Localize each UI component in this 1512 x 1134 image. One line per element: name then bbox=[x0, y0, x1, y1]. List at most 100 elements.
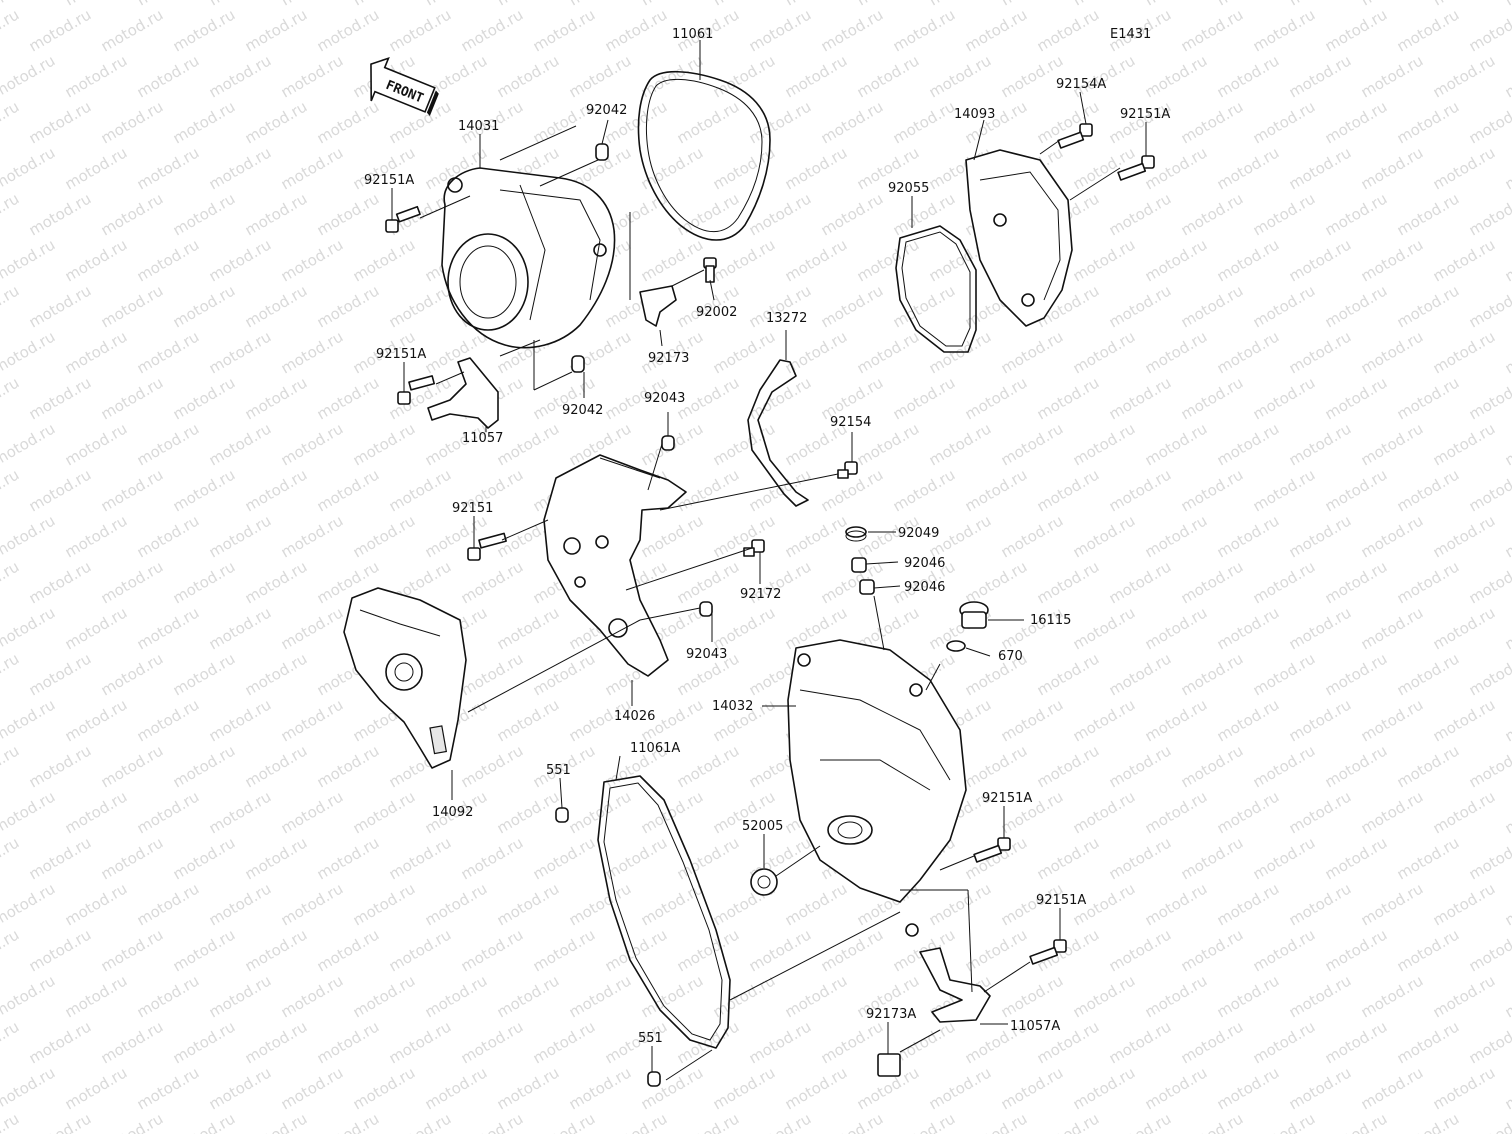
seal-92049 bbox=[845, 526, 867, 542]
watermark-text: motod.ru bbox=[206, 511, 275, 561]
watermark-text: motod.ru bbox=[206, 0, 275, 9]
watermark-text: motod.ru bbox=[1502, 235, 1512, 285]
watermark-text: motod.ru bbox=[170, 649, 239, 699]
watermark-text: motod.ru bbox=[674, 189, 743, 239]
watermark-text: motod.ru bbox=[386, 465, 455, 515]
watermark-text: motod.ru bbox=[422, 971, 491, 1021]
watermark-text: motod.ru bbox=[98, 189, 167, 239]
watermark-text: motod.ru bbox=[602, 925, 671, 975]
watermark-text: motod.ru bbox=[782, 0, 851, 9]
watermark-text: motod.ru bbox=[1358, 787, 1427, 837]
watermark-text: motod.ru bbox=[1070, 971, 1139, 1021]
dowel-92042-top bbox=[595, 143, 609, 161]
watermark-text: motod.ru bbox=[1358, 879, 1427, 929]
watermark-text: motod.ru bbox=[170, 1109, 239, 1134]
watermark-text: motod.ru bbox=[1286, 879, 1355, 929]
watermark-text: motod.ru bbox=[350, 419, 419, 469]
watermark-text: motod.ru bbox=[782, 327, 851, 377]
watermark-text: motod.ru bbox=[62, 143, 131, 193]
watermark-text: motod.ru bbox=[530, 5, 599, 55]
watermark-text: motod.ru bbox=[1106, 741, 1175, 791]
watermark-text: motod.ru bbox=[170, 5, 239, 55]
watermark-text: motod.ru bbox=[98, 373, 167, 423]
watermark-text: motod.ru bbox=[1430, 695, 1499, 745]
watermark-text: motod.ru bbox=[1142, 0, 1211, 9]
watermark-text: motod.ru bbox=[926, 879, 995, 929]
watermark-text: motod.ru bbox=[926, 0, 995, 9]
watermark-text: motod.ru bbox=[1430, 603, 1499, 653]
watermark-text: motod.ru bbox=[26, 1109, 95, 1134]
watermark-text: motod.ru bbox=[314, 281, 383, 331]
watermark-text: motod.ru bbox=[782, 51, 851, 101]
label-14026: 14026 bbox=[614, 709, 655, 724]
watermark-text: motod.ru bbox=[1034, 557, 1103, 607]
watermark-text: motod.ru bbox=[170, 925, 239, 975]
watermark-text: motod.ru bbox=[926, 1063, 995, 1113]
watermark-text: motod.ru bbox=[98, 649, 167, 699]
label-92173: 92173 bbox=[648, 351, 689, 366]
watermark-text: motod.ru bbox=[314, 1017, 383, 1067]
watermark-text: motod.ru bbox=[494, 419, 563, 469]
watermark-text: motod.ru bbox=[0, 143, 58, 193]
watermark-text: motod.ru bbox=[206, 143, 275, 193]
watermark-text: motod.ru bbox=[494, 971, 563, 1021]
watermark-text: motod.ru bbox=[1070, 511, 1139, 561]
watermark-text: motod.ru bbox=[26, 465, 95, 515]
watermark-text: motod.ru bbox=[242, 97, 311, 147]
watermark-text: motod.ru bbox=[1502, 511, 1512, 561]
bolt-92154 bbox=[837, 461, 858, 479]
watermark-text: motod.ru bbox=[1214, 327, 1283, 377]
watermark-text: motod.ru bbox=[0, 5, 22, 55]
watermark-text: motod.ru bbox=[638, 879, 707, 929]
watermark-text: motod.ru bbox=[278, 143, 347, 193]
watermark-text: motod.ru bbox=[1466, 5, 1512, 55]
label-92042-top: 92042 bbox=[586, 103, 627, 118]
watermark-text: motod.ru bbox=[1106, 833, 1175, 883]
watermark-text: motod.ru bbox=[170, 833, 239, 883]
watermark-text: motod.ru bbox=[62, 695, 131, 745]
generator-cover-14031 bbox=[441, 167, 616, 349]
watermark-text: motod.ru bbox=[242, 649, 311, 699]
watermark-text: motod.ru bbox=[0, 833, 22, 883]
watermark-text: motod.ru bbox=[1502, 695, 1512, 745]
gear-52005 bbox=[750, 868, 778, 896]
watermark-text: motod.ru bbox=[0, 649, 22, 699]
watermark-text: motod.ru bbox=[1106, 925, 1175, 975]
watermark-text: motod.ru bbox=[530, 925, 599, 975]
watermark-text: motod.ru bbox=[818, 1109, 887, 1134]
watermark-text: motod.ru bbox=[1466, 649, 1512, 699]
watermark-text: motod.ru bbox=[98, 557, 167, 607]
watermark-text: motod.ru bbox=[314, 1109, 383, 1134]
watermark-text: motod.ru bbox=[1466, 97, 1512, 147]
watermark-text: motod.ru bbox=[458, 649, 527, 699]
watermark-text: motod.ru bbox=[890, 1109, 959, 1134]
watermark-text: motod.ru bbox=[206, 51, 275, 101]
watermark-text: motod.ru bbox=[26, 373, 95, 423]
watermark-text: motod.ru bbox=[206, 419, 275, 469]
watermark-text: motod.ru bbox=[1250, 833, 1319, 883]
watermark-text: motod.ru bbox=[746, 189, 815, 239]
watermark-text: motod.ru bbox=[458, 1109, 527, 1134]
watermark-text: motod.ru bbox=[0, 235, 58, 285]
watermark-text: motod.ru bbox=[1178, 189, 1247, 239]
watermark-text: motod.ru bbox=[62, 603, 131, 653]
watermark-text: motod.ru bbox=[98, 97, 167, 147]
watermark-text: motod.ru bbox=[350, 235, 419, 285]
watermark-text: motod.ru bbox=[1178, 925, 1247, 975]
watermark-text: motod.ru bbox=[674, 925, 743, 975]
watermark-text: motod.ru bbox=[1250, 557, 1319, 607]
watermark-text: motod.ru bbox=[1214, 879, 1283, 929]
watermark-text: motod.ru bbox=[314, 833, 383, 883]
watermark-text: motod.ru bbox=[62, 235, 131, 285]
watermark-text: motod.ru bbox=[0, 787, 58, 837]
watermark-text: motod.ru bbox=[1142, 419, 1211, 469]
watermark-text: motod.ru bbox=[314, 97, 383, 147]
watermark-text: motod.ru bbox=[1250, 1109, 1319, 1134]
watermark-text: motod.ru bbox=[1142, 787, 1211, 837]
watermark-text: motod.ru bbox=[278, 603, 347, 653]
watermark-text: motod.ru bbox=[530, 1109, 599, 1134]
watermark-text: motod.ru bbox=[1430, 419, 1499, 469]
bracket-11057 bbox=[427, 357, 499, 429]
watermark-text: motod.ru bbox=[1502, 787, 1512, 837]
watermark-text: motod.ru bbox=[1034, 833, 1103, 883]
